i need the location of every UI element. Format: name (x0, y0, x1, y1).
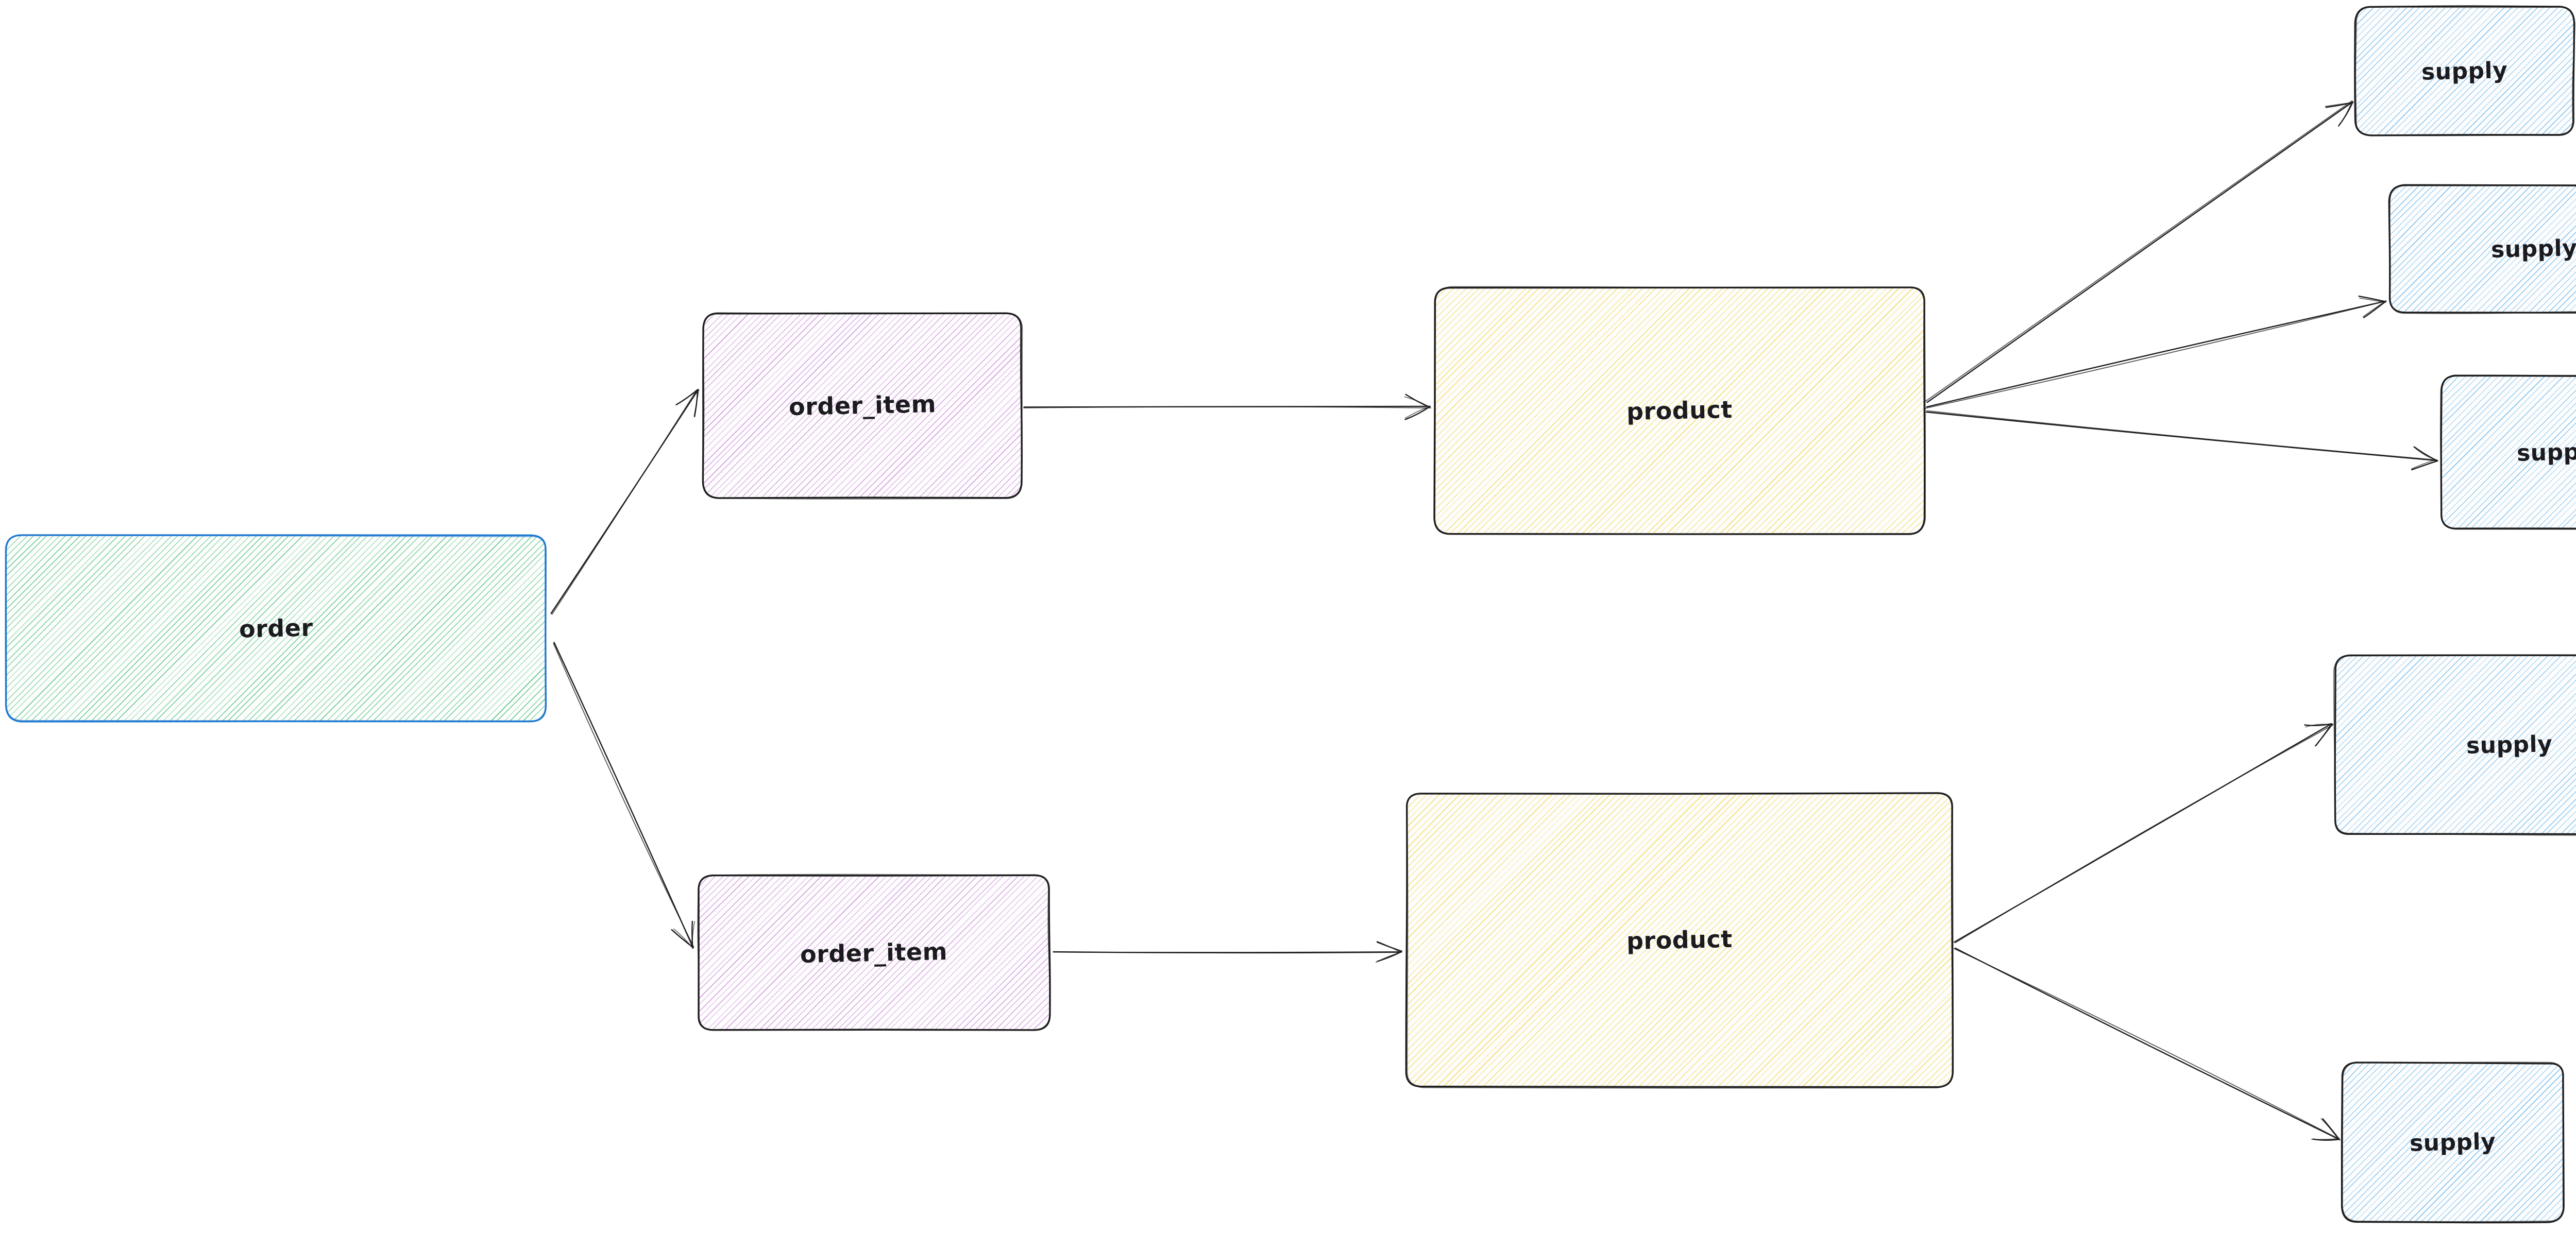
node-shape-order_item_2 (697, 874, 1051, 1031)
node-supply_5[interactable]: supply (2341, 1061, 2565, 1224)
node-shape-product_2 (1405, 792, 1954, 1089)
node-order[interactable]: order (5, 534, 547, 723)
node-label-supply_5: supply (2409, 1128, 2497, 1157)
node-shape-order (5, 534, 547, 723)
node-supply_2[interactable]: supply (2388, 184, 2576, 314)
edge-product_1-to-supply_2 (1925, 295, 2387, 409)
node-shape-supply_4 (2333, 654, 2576, 836)
node-hachure (2355, 7, 2574, 135)
node-label-supply_2: supply (2490, 234, 2576, 263)
node-hachure (2342, 1063, 2564, 1222)
node-hachure (1435, 287, 1925, 534)
node-hachure (703, 313, 1022, 498)
node-label-product_1: product (1626, 395, 1733, 426)
node-shape-supply_1 (2354, 5, 2575, 136)
node-supply_3[interactable]: supply (2439, 374, 2576, 530)
node-hachure (698, 876, 1050, 1030)
node-hachure (2441, 375, 2576, 529)
node-order_item_2[interactable]: order_item (697, 874, 1051, 1031)
node-hachure (2389, 185, 2576, 313)
node-supply_1[interactable]: supply (2354, 5, 2575, 136)
edge-order_item_1-to-product_1 (1023, 393, 1432, 420)
node-order_item_1[interactable]: order_item (702, 312, 1023, 500)
node-shape-product_1 (1433, 286, 1926, 535)
edge-order-to-order_item_1 (550, 389, 700, 615)
node-label-order_item_2: order_item (800, 937, 948, 968)
edge-order-to-order_item_2 (553, 642, 695, 949)
node-hachure (2334, 655, 2576, 835)
node-hachure (6, 535, 547, 721)
node-shape-order_item_1 (702, 312, 1023, 500)
edge-product_1-to-supply_3 (1925, 410, 2438, 471)
node-shape-supply_3 (2439, 374, 2576, 530)
node-product_2[interactable]: product (1405, 792, 1954, 1089)
node-shape-supply_5 (2341, 1061, 2565, 1224)
node-label-order: order (239, 613, 314, 643)
node-product_1[interactable]: product (1433, 286, 1926, 535)
node-label-product_2: product (1626, 924, 1733, 955)
edge-order_item_2-to-product_2 (1053, 940, 1402, 963)
node-hachure (1406, 793, 1953, 1087)
edge-product_2-to-supply_4 (1954, 723, 2334, 944)
node-label-supply_3: supply (2516, 438, 2576, 467)
edge-product_2-to-supply_5 (1953, 947, 2341, 1141)
node-shape-supply_2 (2388, 184, 2576, 314)
node-label-order_item_1: order_item (788, 390, 937, 421)
node-label-supply_1: supply (2421, 57, 2509, 85)
edge-product_1-to-supply_1 (1925, 100, 2354, 403)
node-supply_4[interactable]: supply (2333, 654, 2576, 836)
node-label-supply_4: supply (2466, 730, 2553, 759)
